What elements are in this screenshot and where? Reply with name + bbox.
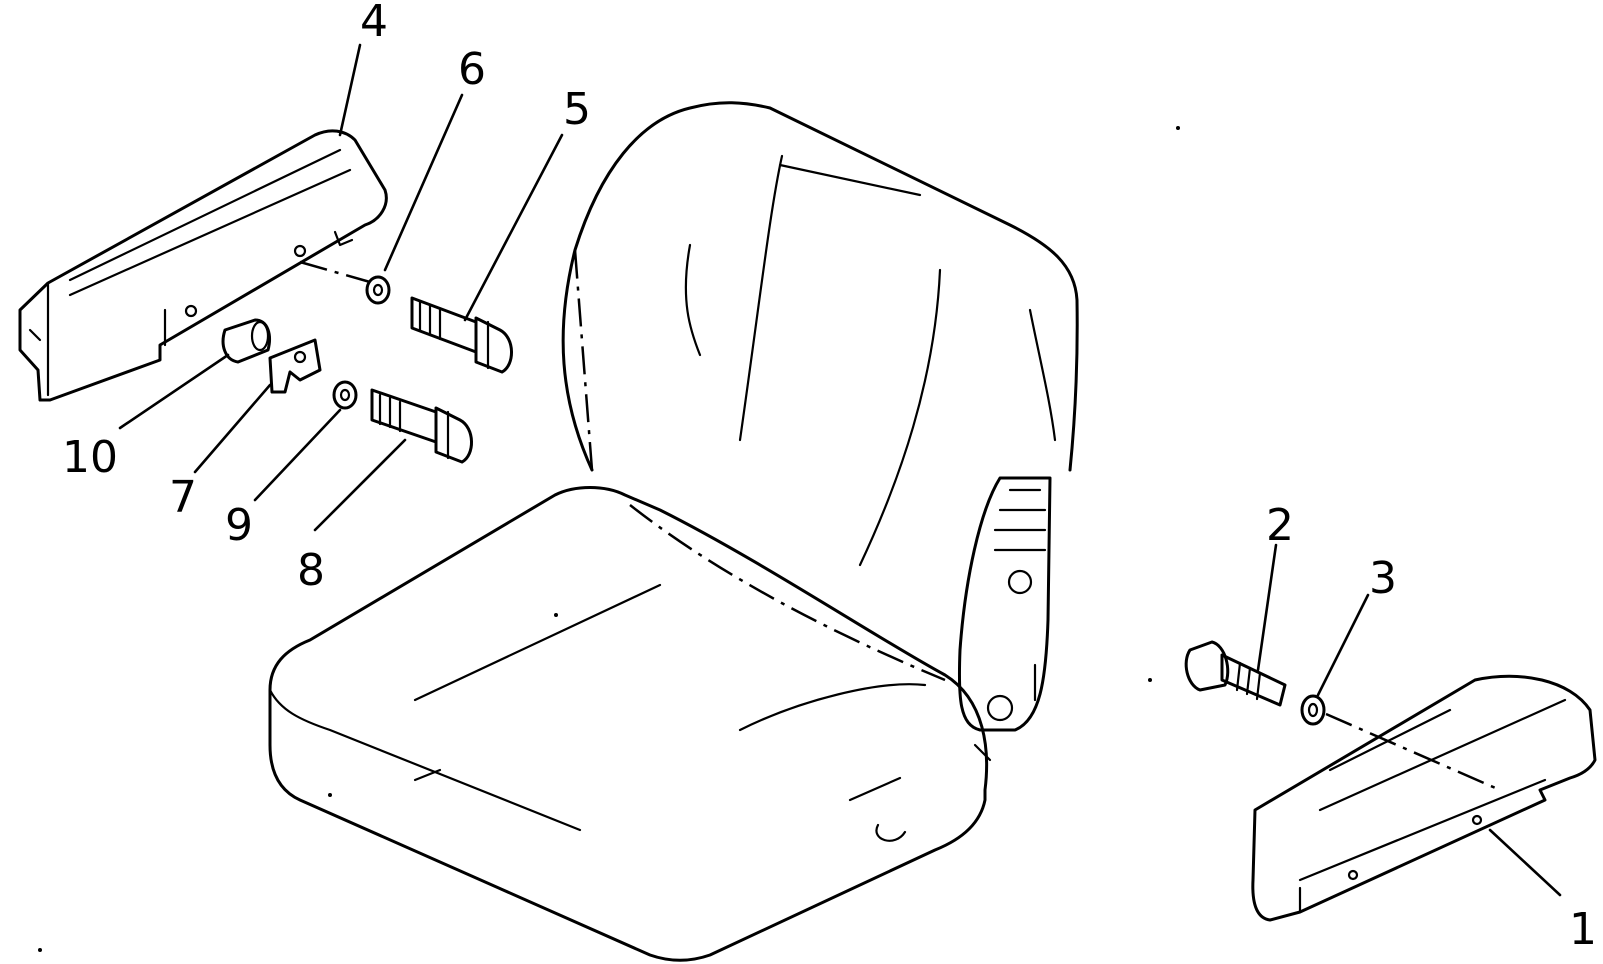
leader-2 <box>1256 543 1278 672</box>
callout-5: 5 <box>563 84 591 135</box>
seat-cushion <box>268 486 992 962</box>
callout-9: 9 <box>225 500 253 551</box>
callout-2: 2 <box>1266 500 1294 551</box>
leader-10 <box>118 353 230 430</box>
leader-1 <box>1488 828 1562 897</box>
callout-3: 3 <box>1369 553 1397 604</box>
leader-3 <box>1316 593 1370 697</box>
plate-7 <box>268 338 322 394</box>
callout-1: 1 <box>1569 904 1597 955</box>
callout-4: 4 <box>360 0 388 47</box>
leader-6 <box>383 93 464 272</box>
seat-hinge-bracket <box>957 476 1052 732</box>
right-armrest <box>1251 674 1597 922</box>
callout-labels: 4 6 5 10 7 9 8 2 3 1 <box>62 0 1597 955</box>
print-specks <box>38 126 1180 952</box>
spacer-10 <box>221 318 271 364</box>
leader-9 <box>253 408 342 502</box>
bolt-2 <box>1184 640 1287 707</box>
washer-3 <box>1300 694 1326 726</box>
washer-9 <box>332 380 358 410</box>
callout-7: 7 <box>169 472 197 523</box>
callout-8: 8 <box>297 545 325 596</box>
washer-6 <box>365 275 391 305</box>
leader-4 <box>338 43 362 137</box>
leader-7 <box>193 383 272 474</box>
callout-10: 10 <box>62 432 118 483</box>
leader-8 <box>313 438 407 532</box>
callout-6: 6 <box>458 44 486 95</box>
left-armrest <box>18 129 388 402</box>
bolt-5 <box>410 296 513 374</box>
seat-assembly <box>268 101 1079 962</box>
leader-5 <box>463 133 564 322</box>
seat-backrest <box>561 101 1079 567</box>
right-assembly-axis <box>1325 712 1501 792</box>
leader-lines <box>118 43 1562 897</box>
bolt-8 <box>370 388 473 464</box>
left-assembly-axis-upper <box>299 260 371 284</box>
